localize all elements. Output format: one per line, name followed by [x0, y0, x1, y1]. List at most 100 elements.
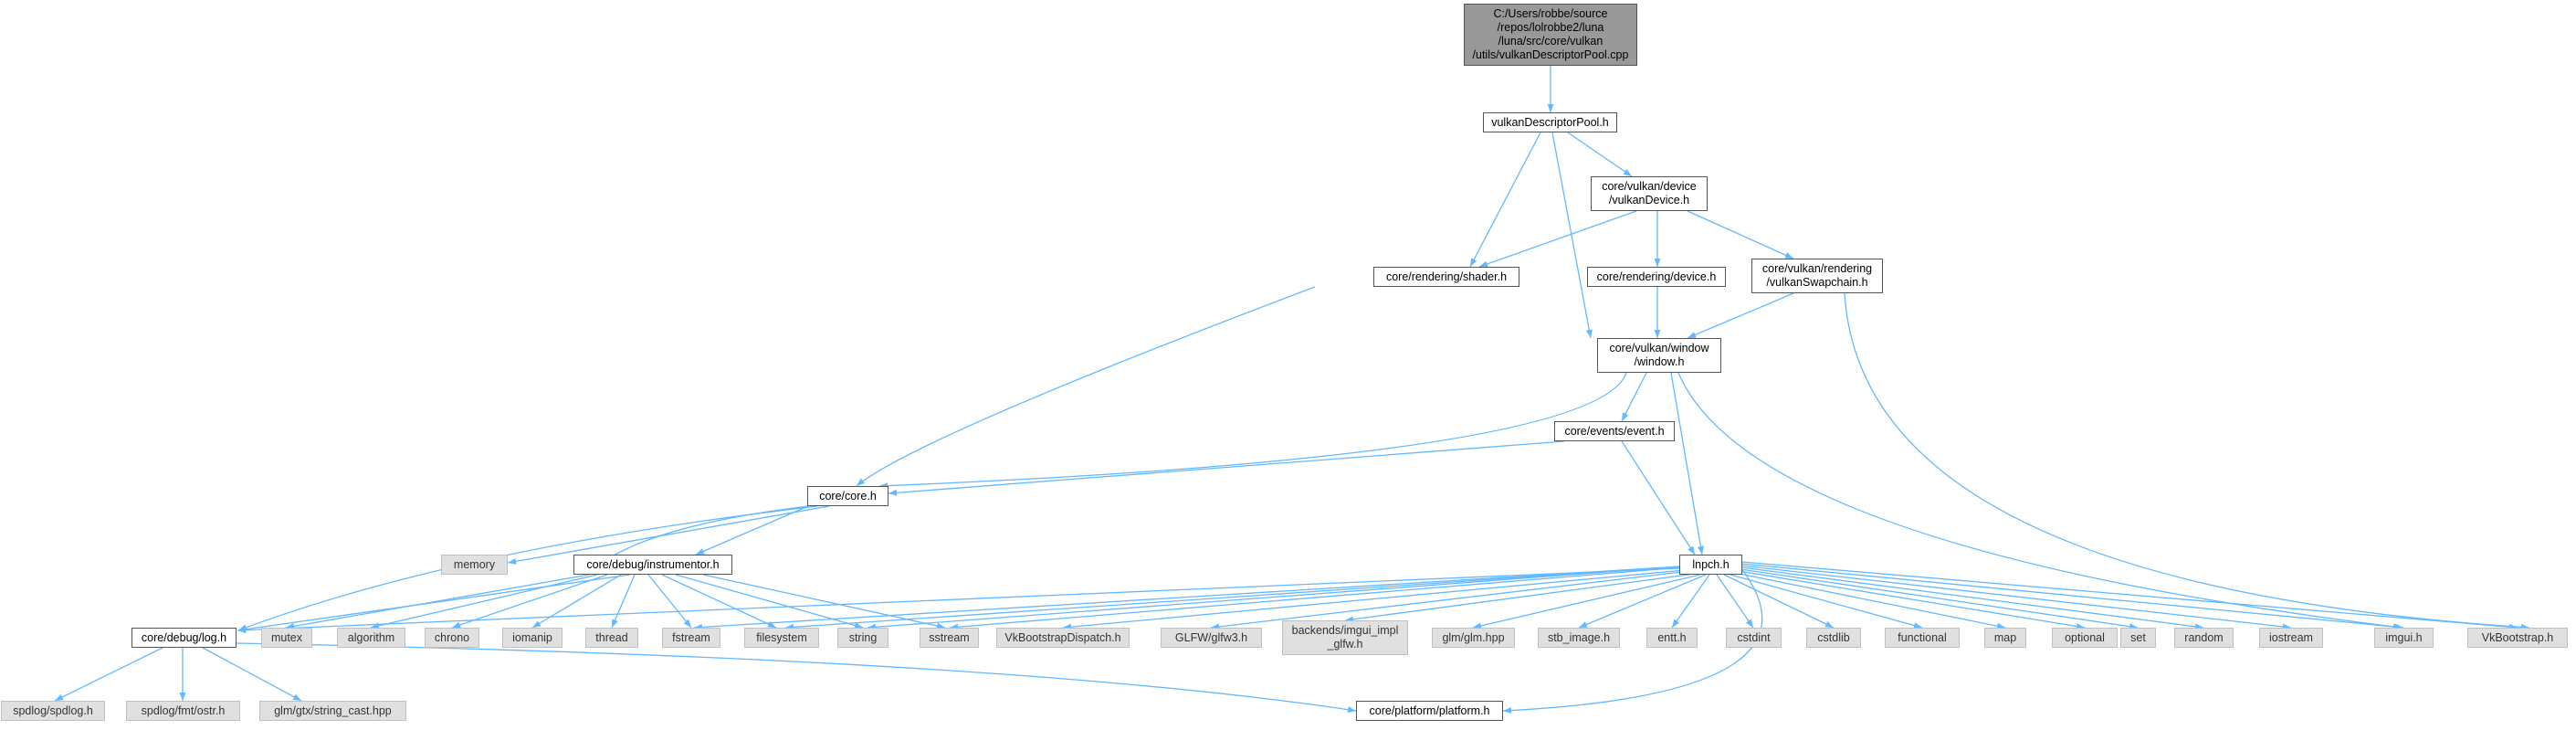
node-iostream[interactable]: iostream — [2259, 628, 2323, 648]
edge-arrowhead — [612, 619, 618, 628]
node-vulkan-swapchain-h[interactable]: core/vulkan/rendering /vulkanSwapchain.h — [1751, 259, 1883, 293]
dependency-edge — [1734, 572, 2006, 629]
node-vulkan-descriptor-pool-cpp[interactable]: C:/Users/robbe/source /repos/lolrobbe2/l… — [1464, 4, 1637, 66]
node-filesystem[interactable]: filesystem — [744, 628, 819, 648]
edge-arrowhead — [1479, 260, 1488, 268]
dependency-edge — [1740, 566, 2204, 629]
dependency-edge — [867, 566, 1681, 629]
dependency-edge — [1730, 574, 1923, 629]
node-spdlog-h[interactable]: spdlog/spdlog.h — [1, 701, 105, 721]
node-entt-h[interactable]: entt.h — [1646, 628, 1698, 648]
node-rendering-device-h[interactable]: core/rendering/device.h — [1587, 267, 1726, 287]
node-fstream[interactable]: fstream — [662, 628, 720, 648]
dependency-edge — [888, 440, 1565, 494]
node-lnpch-h[interactable]: lnpch.h — [1679, 555, 1742, 575]
dependency-edge — [1723, 574, 1835, 629]
node-vk-bootstrap-h[interactable]: VkBootstrap.h — [2467, 628, 2568, 648]
node-sstream[interactable]: sstream — [920, 628, 979, 648]
edge-arrowhead — [1473, 622, 1482, 629]
dependency-edge — [1062, 569, 1686, 629]
dependency-edge — [1210, 570, 1690, 629]
node-set[interactable]: set — [2120, 628, 2156, 648]
dependency-edge — [1472, 574, 1701, 629]
node-vulkan-descriptor-pool-h[interactable]: vulkanDescriptorPool.h — [1483, 112, 1617, 132]
dependency-edge — [237, 574, 631, 631]
node-imgui-h[interactable]: imgui.h — [2374, 628, 2434, 648]
node-fmt-ostr-h[interactable]: spdlog/fmt/ostr.h — [126, 701, 240, 721]
dependency-edge — [693, 566, 1681, 629]
dependency-edge — [1469, 132, 1541, 268]
dependency-edge — [236, 642, 1357, 712]
node-platform-h[interactable]: core/platform/platform.h — [1356, 701, 1503, 721]
dependency-edge — [1687, 210, 1794, 259]
node-glm-hpp[interactable]: glm/glm.hpp — [1432, 628, 1515, 648]
node-mutex[interactable]: mutex — [261, 628, 312, 648]
dependency-edge — [1716, 574, 1754, 629]
dependency-edge — [856, 286, 1316, 487]
dependency-edge — [1621, 440, 1696, 555]
node-cstdint[interactable]: cstdint — [1726, 628, 1782, 648]
node-optional[interactable]: optional — [2052, 628, 2118, 648]
node-random[interactable]: random — [2174, 628, 2234, 648]
node-functional[interactable]: functional — [1885, 628, 1960, 648]
node-stb-image-h[interactable]: stb_image.h — [1538, 628, 1620, 648]
edge-arrowhead — [1654, 259, 1661, 267]
node-algorithm[interactable]: algorithm — [337, 628, 405, 648]
node-window-h[interactable]: core/vulkan/window /window.h — [1597, 338, 1721, 373]
node-iomanip[interactable]: iomanip — [502, 628, 563, 648]
dependency-edge — [1740, 563, 2404, 629]
edge-arrowhead — [508, 557, 517, 565]
node-cstdlib[interactable]: cstdlib — [1806, 628, 1861, 648]
edge-arrowhead — [1688, 545, 1695, 555]
node-string[interactable]: string — [837, 628, 888, 648]
node-chrono[interactable]: chrono — [425, 628, 479, 648]
dependency-edge — [1677, 372, 2403, 629]
dependency-edge — [1478, 210, 1637, 268]
node-shader-h[interactable]: core/rendering/shader.h — [1373, 267, 1519, 287]
edge-arrowhead — [532, 620, 541, 628]
node-core-h[interactable]: core/core.h — [807, 486, 888, 506]
dependency-edge — [1621, 372, 1647, 422]
dependency-edge — [1671, 574, 1710, 629]
node-event-h[interactable]: core/events/event.h — [1554, 421, 1675, 441]
dependency-edge — [1844, 292, 2530, 629]
edge-arrowhead — [1585, 329, 1593, 338]
edge-arrowhead — [1623, 169, 1632, 176]
edge-arrowhead — [1654, 330, 1661, 338]
dependency-edge — [1740, 561, 2518, 629]
dependency-edge — [878, 372, 1627, 487]
node-memory[interactable]: memory — [441, 555, 508, 575]
dependency-edge — [451, 574, 608, 629]
dependency-edge — [702, 574, 946, 629]
edge-arrowhead — [237, 627, 247, 634]
dependency-edge — [1740, 565, 2292, 629]
node-glm-string-cast-hpp[interactable]: glm/gtx/string_cast.hpp — [259, 701, 406, 721]
dependency-edge — [1738, 570, 2086, 629]
node-thread[interactable]: thread — [585, 628, 638, 648]
edge-arrowhead — [1784, 252, 1793, 259]
edge-arrowhead — [1622, 412, 1629, 421]
edge-arrowhead — [1746, 619, 1753, 628]
node-imgui-impl-glfw-h[interactable]: backends/imgui_impl _glfw.h — [1282, 620, 1408, 655]
dependency-edge — [1344, 573, 1696, 621]
dependency-edge — [647, 574, 692, 629]
edge-arrowhead — [1347, 706, 1356, 714]
node-vk-bootstrap-dispatch-h[interactable]: VkBootstrapDispatch.h — [996, 628, 1130, 648]
dependency-edge — [1502, 567, 1763, 712]
dependency-edge — [611, 574, 636, 629]
node-instrumentor-h[interactable]: core/debug/instrumentor.h — [573, 555, 732, 575]
edge-arrowhead — [1547, 104, 1554, 112]
edge-arrowhead — [1503, 707, 1512, 714]
dependency-edge — [1567, 132, 1633, 177]
dependency-edge — [237, 567, 1680, 631]
node-glfw3-h[interactable]: GLFW/glfw3.h — [1161, 628, 1262, 648]
edge-arrowhead — [888, 489, 898, 496]
node-log-h[interactable]: core/debug/log.h — [131, 628, 237, 648]
dependency-edge — [370, 574, 598, 629]
node-vulkan-device-h[interactable]: core/vulkan/device /vulkanDevice.h — [1591, 176, 1708, 211]
edge-arrowhead — [1698, 545, 1704, 555]
dependency-edge — [507, 505, 830, 564]
edge-arrowhead — [1996, 622, 2005, 629]
node-map[interactable]: map — [1984, 628, 2026, 648]
